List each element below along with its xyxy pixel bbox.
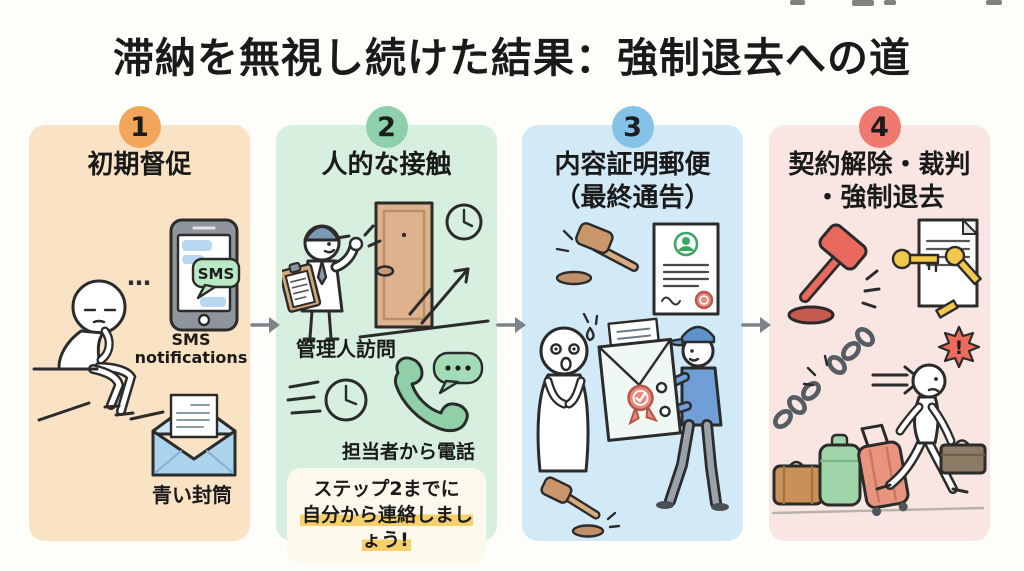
step-3-badge: 3 [611,106,654,148]
top-edge-artifact [852,0,874,6]
blue-envelope-label: 青い封筒 [152,483,232,507]
step-2-panel: 2 人的な接触 [276,106,497,564]
right-arrow-icon [250,317,280,333]
step-1-heading: 初期督促 [87,150,192,180]
briefcase-icon [939,439,987,475]
eviction-scene: ! [771,325,987,517]
right-arrow-icon [496,317,526,333]
step-1-panel: 1 初期督促 SMS SMS notifications [29,106,250,541]
alert-exclamation: ! [955,337,964,359]
alert-burst-icon: ! [937,325,981,369]
sms-bubble-text: SMS [198,265,235,283]
gavel-icon [555,222,639,286]
sealed-envelope [597,317,682,442]
advice-callout: ステップ2までに 自分から連絡しましょう! [287,468,486,564]
advice-line-2: 自分から連絡しましょう! [299,503,473,552]
page-title: 滞納を無視し続けた結果：強制退去への道 [113,34,911,82]
step-2-heading: 人的な接触 [321,150,452,180]
thinking-dots: … [127,263,153,291]
sms-notifications-label: SMS notifications [134,330,248,368]
evicted-person-figure [875,363,969,494]
blue-envelope-icon [151,393,237,477]
step-4-heading-line1: 契約解除・裁判 [788,150,971,180]
manager-knocking-door-icon [282,201,490,341]
smartphone-sms-icon: SMS [169,218,241,332]
top-edge-artifact [790,0,805,5]
manager-figure [282,224,382,341]
gavel-strike-icon [540,476,621,538]
broken-chain-icon [773,327,875,429]
right-arrow-icon [741,317,771,333]
step-3-panel: 3 内容証明郵便 （最終通告） [522,106,743,541]
advice-line-1: ステップ2までに [313,478,460,500]
flow-arrow-1-2 [250,314,282,336]
key-right [944,245,982,286]
phone-call-icon [393,351,484,433]
worried-person-figure [536,313,599,473]
rolling-suitcase-icon [857,423,910,517]
green-suitcase-icon [818,433,862,507]
step-4-heading-line2: ・強制退去 [814,182,945,213]
document-with-keys-icon [891,217,982,319]
flow-arrow-3-4 [741,314,773,336]
manager-visit-label: 管理人訪問 [296,337,396,361]
step-3-heading-line2: （最終通告） [554,182,711,213]
step-3-heading: 内容証明郵便 （最終通告） [522,149,743,214]
sitting-person-icon [32,279,165,422]
step-3-heading-line1: 内容証明郵便 [554,150,711,180]
step-1-badge: 1 [118,106,161,148]
certificate-document-icon [652,222,720,316]
top-edge-artifact [884,0,896,5]
top-edge-artifact [986,0,1002,5]
broken-key-piece [935,299,959,319]
brown-suitcase-icon [772,460,824,506]
phone-call-label: 担当者から電話 [341,441,475,463]
step-4-heading: 契約解除・裁判 ・強制退去 [769,149,990,214]
rush-clock-icon [286,378,368,422]
step-4-panel: 4 契約解除・裁判 ・強制退去 [769,106,990,541]
certified-mail-delivery-scene [536,313,729,538]
flow-arrow-2-3 [496,314,528,336]
red-gavel-icon [787,223,881,325]
step-4-badge: 4 [858,106,901,148]
key-left [891,248,940,273]
step-2-badge: 2 [365,106,408,148]
